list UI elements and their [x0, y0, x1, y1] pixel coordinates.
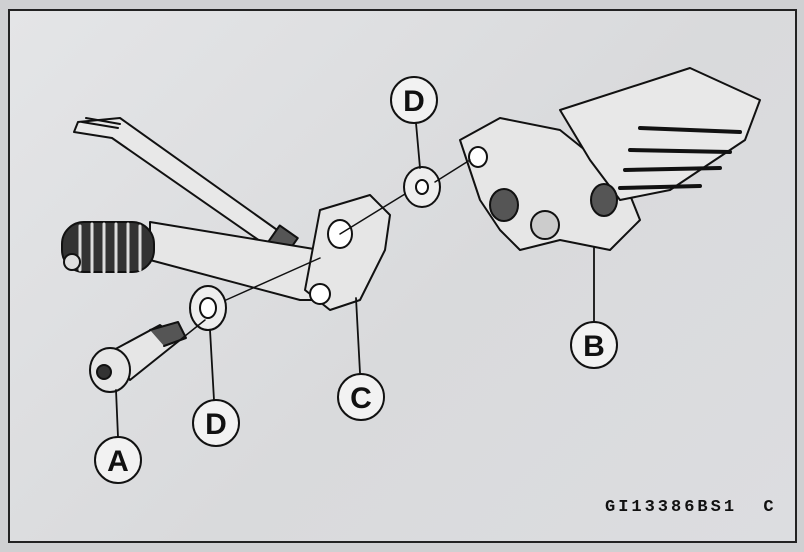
callout-circle-d-bottom	[192, 399, 240, 447]
pivot-bolt	[89, 321, 187, 393]
leader-lines	[115, 122, 595, 438]
callout-circle-d-top	[390, 76, 438, 124]
callout-c: C	[350, 382, 372, 415]
washer-upper	[403, 166, 441, 208]
footpeg-bracket	[459, 67, 761, 251]
callout-d-bottom: D	[205, 408, 227, 441]
callout-a: A	[107, 445, 129, 478]
figure-code: GI13386BS1 C	[605, 498, 777, 517]
shift-pedal	[61, 194, 391, 311]
callout-b: B	[583, 330, 605, 363]
callout-circle-b	[570, 321, 618, 369]
callout-circle-c	[337, 373, 385, 421]
callout-circle-a	[94, 436, 142, 484]
washer-lower	[189, 285, 227, 331]
callout-d-top: D	[403, 85, 425, 118]
